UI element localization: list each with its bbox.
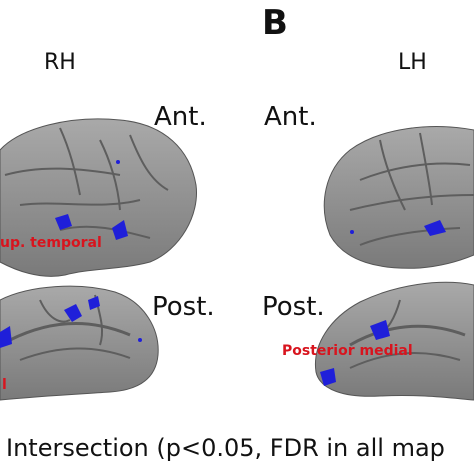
lh-medial-brain [314,281,474,401]
region-label-sup-temporal: up. temporal [0,235,102,251]
region-label-posterior-medial: Posterior medial [282,343,413,359]
activation-blob [424,220,446,236]
region-label-rh-medial-cut: l [2,377,7,393]
activation-blob [320,368,336,386]
activation-blob [0,326,12,348]
orientation-label-lh-posterior: Post. [262,292,325,322]
activation-blob [88,296,100,310]
figure-caption: Intersection (p<0.05, FDR in all map [6,434,445,462]
activation-blob [55,214,72,230]
lh-lateral-brain [323,126,474,269]
hemisphere-label-lh: LH [398,50,427,75]
activation-blob [64,304,82,322]
activation-blob [370,320,390,340]
orientation-label-rh-anterior: Ant. [154,102,207,132]
hemisphere-label-rh: RH [44,50,76,75]
orientation-label-rh-posterior: Post. [152,292,215,322]
rh-medial-brain [0,285,159,401]
rh-lateral-brain [0,118,198,277]
panel-letter: B [262,3,288,43]
activation-blob [112,220,128,240]
orientation-label-lh-anterior: Ant. [264,102,317,132]
